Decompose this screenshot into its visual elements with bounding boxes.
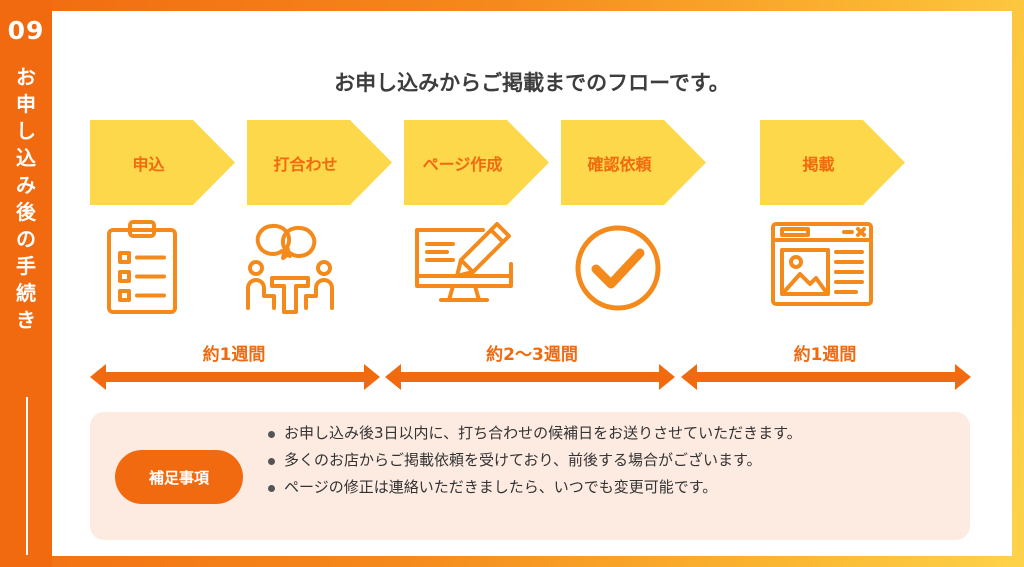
sidebar: 09 お 申 し 込 み 後 の 手 続 き xyxy=(0,0,52,567)
title-char: 手 xyxy=(16,254,36,278)
duration-label: 約2〜3週間 xyxy=(486,345,578,365)
flow-step-apply: 申込 xyxy=(90,120,235,205)
duration-label: 約1週間 xyxy=(793,345,857,365)
duration-label: 約1週間 xyxy=(202,345,266,365)
note-item: お申し込み後3日以内に、打ち合わせの候補日をお送りさせていただきます。 xyxy=(268,420,802,447)
page-heading: お申し込みからご掲載までのフローです。 xyxy=(334,71,730,95)
clipboard-icon xyxy=(107,220,177,314)
flow-step-label: ページ作成 xyxy=(422,154,503,174)
title-char: み xyxy=(16,173,36,197)
title-char: の xyxy=(16,227,36,251)
double-arrow xyxy=(90,364,380,390)
flow-step-publish: 掲載 xyxy=(760,120,905,205)
flow-step-label: 確認依頼 xyxy=(587,154,652,174)
sidebar-divider xyxy=(26,397,28,555)
double-arrow xyxy=(681,364,971,390)
title-char: 申 xyxy=(16,92,36,116)
flow-step-meeting: 打合わせ xyxy=(247,120,392,205)
flow-step-label: 掲載 xyxy=(802,154,835,174)
flow-step-page-creation: ページ作成 xyxy=(404,120,549,205)
flow-step-label: 申込 xyxy=(132,154,165,174)
check-circle-icon xyxy=(575,225,661,311)
notes-box: 補足事項 お申し込み後3日以内に、打ち合わせの候補日をお送りさせていただきます。… xyxy=(90,412,970,540)
title-char: 後 xyxy=(16,200,36,224)
flow-step-label: 打合わせ xyxy=(273,154,338,174)
section-number: 09 xyxy=(7,16,45,45)
note-item: ページの修正は連絡いただきましたら、いつでも変更可能です。 xyxy=(268,474,802,501)
webpage-icon xyxy=(771,222,873,306)
note-item: 多くのお店からご掲載依頼を受けており、前後する場合がございます。 xyxy=(268,447,802,474)
meeting-icon xyxy=(246,223,334,314)
title-char: お xyxy=(16,65,36,89)
title-char: 込 xyxy=(16,146,36,170)
title-char: し xyxy=(16,119,36,143)
monitor-pencil-icon xyxy=(415,222,513,302)
notes-list: お申し込み後3日以内に、打ち合わせの候補日をお送りさせていただきます。 多くのお… xyxy=(268,420,802,501)
notes-badge: 補足事項 xyxy=(115,450,243,504)
section-title: お 申 し 込 み 後 の 手 続 き xyxy=(0,64,52,334)
flow-step-confirmation: 確認依頼 xyxy=(561,120,706,205)
title-char: 続 xyxy=(16,281,36,305)
double-arrow xyxy=(385,364,675,390)
title-char: き xyxy=(16,308,36,332)
